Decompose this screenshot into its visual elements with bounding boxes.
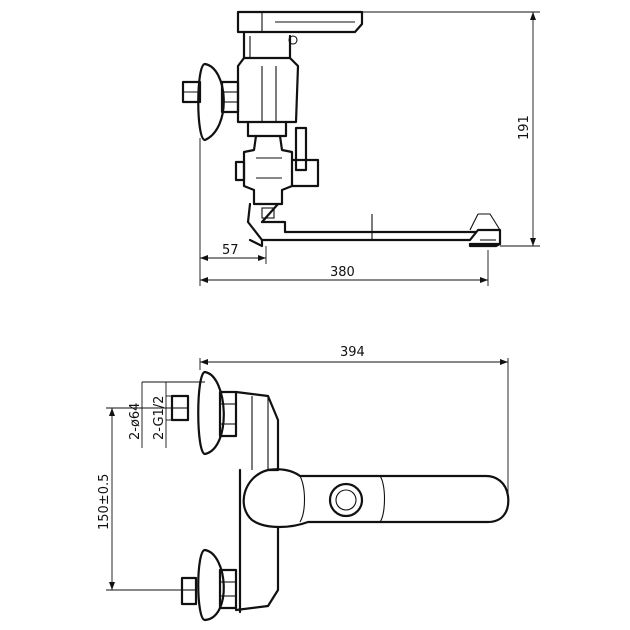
side-wall-flange xyxy=(181,62,240,142)
side-diverter xyxy=(234,120,320,219)
dim-height: 191 xyxy=(517,115,532,140)
dim-thread: 2-G1/2 xyxy=(152,396,167,440)
dim-inlet-offset: 57 xyxy=(222,243,239,258)
front-upper-flange xyxy=(170,370,238,456)
side-spout xyxy=(246,202,502,248)
dim-flange-diameter: 2-ø64 xyxy=(128,403,143,440)
side-dimensions xyxy=(199,11,540,286)
dim-spout-reach: 380 xyxy=(330,265,355,280)
front-body xyxy=(234,390,280,614)
front-lower-flange xyxy=(180,548,238,622)
front-lever xyxy=(242,468,510,529)
dim-center-distance: 150±0.5 xyxy=(97,474,112,530)
front-view: 394 2-ø64 2-G1/2 150±0.5 xyxy=(97,345,510,622)
side-lever xyxy=(236,10,364,34)
dim-overall-width: 394 xyxy=(340,345,365,360)
side-view: 57 380 191 xyxy=(181,10,540,286)
side-cartridge-body xyxy=(236,30,300,124)
front-dimensions xyxy=(106,358,509,591)
